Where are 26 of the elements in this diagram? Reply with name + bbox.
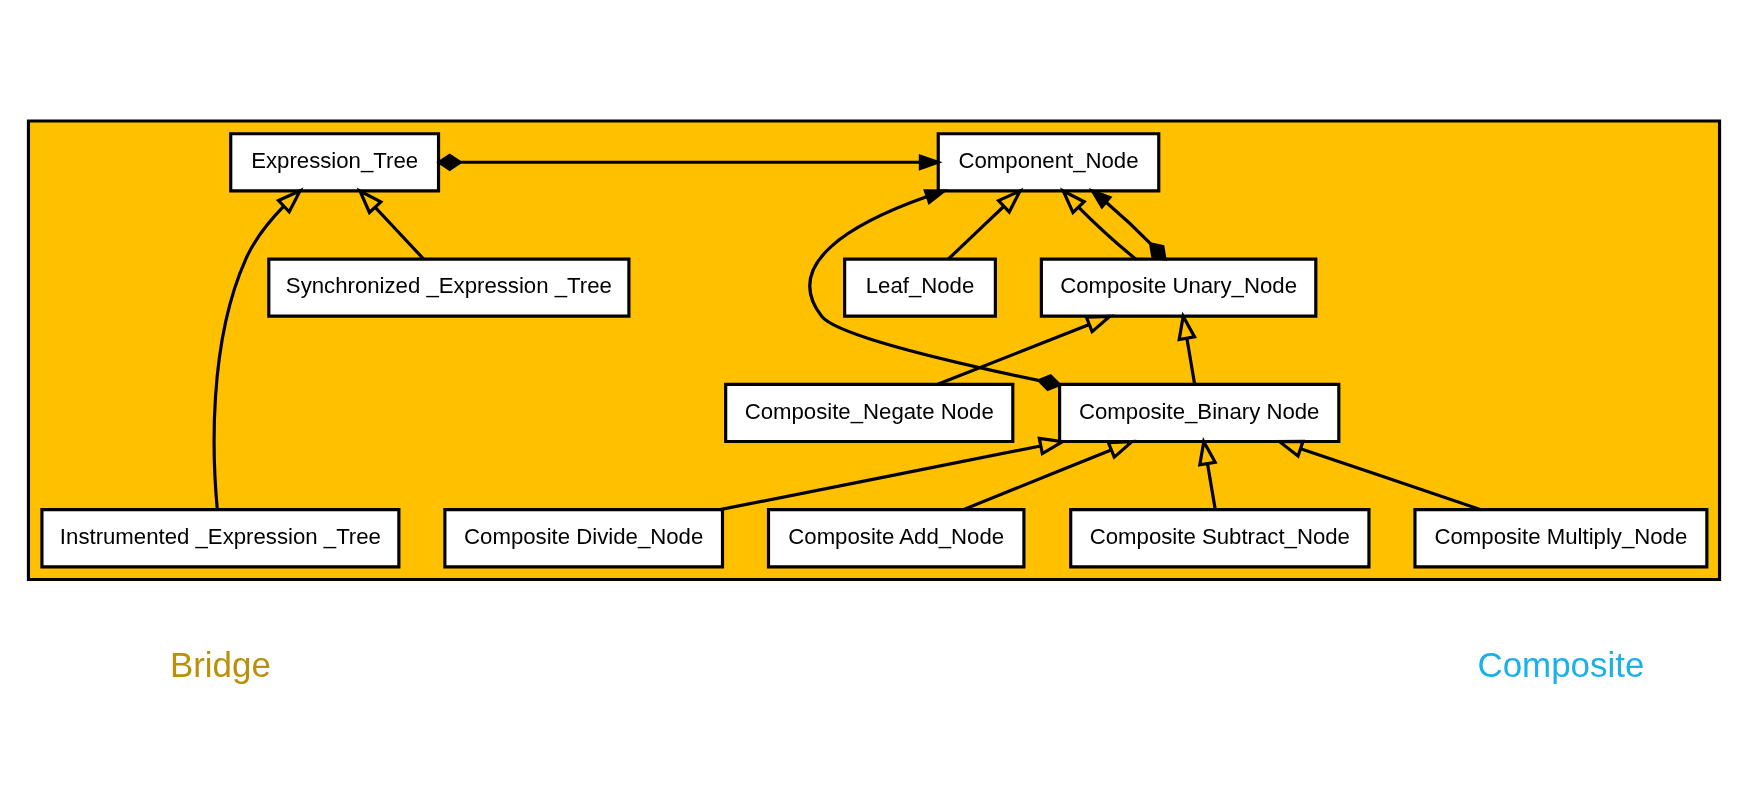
node-box: Composite Add_Node [766,508,1026,569]
node-box: Expression_Tree [229,132,441,193]
node-box: Composite_Negate Node [724,382,1015,444]
arrow [1197,436,1218,510]
arrow [947,187,1024,261]
arrow [356,187,425,261]
arrow [436,153,943,172]
node-box: Component_Node [936,132,1161,193]
node-box: Composite_Binary Node [1058,382,1341,444]
arrow [1274,439,1482,512]
node-box: Synchronized _Expression _Tree [267,257,631,318]
node-box: Composite Subtract_Node [1069,508,1371,569]
node-box: Composite Divide_Node [443,508,725,569]
label: Bridge [169,645,271,685]
node-box: Instrumented _Expression _Tree [40,508,401,569]
label: Composite [1477,645,1645,685]
arrow [1059,187,1137,261]
arrow [1088,187,1167,262]
node-box: Composite Unary_Node [1039,257,1318,318]
arrow [937,314,1115,386]
arrow [212,187,304,510]
node-box: Leaf_Node [843,257,997,318]
cluster [26,119,1722,582]
arrow [1177,311,1197,385]
node-box: Composite Multiply_Node [1413,508,1709,569]
arrow [808,189,1063,392]
